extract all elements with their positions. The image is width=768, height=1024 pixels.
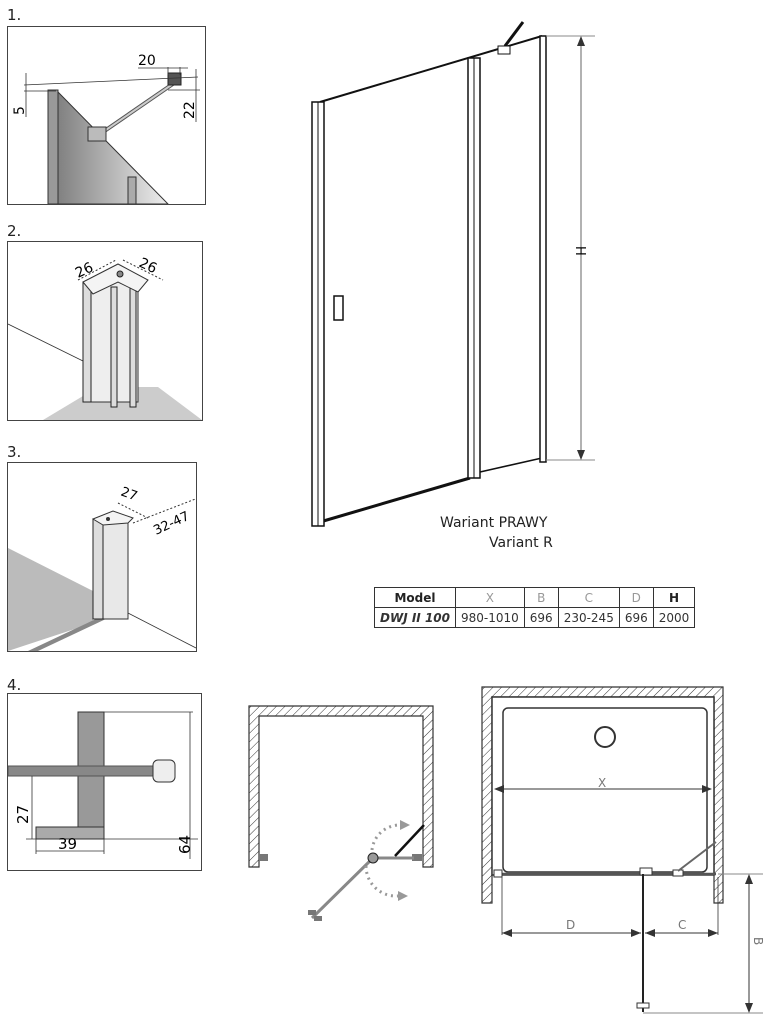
spec-table-header: Model X B C D H <box>374 587 696 608</box>
header-model: Model <box>374 587 456 608</box>
header-b: B <box>523 587 559 608</box>
detail-3-dim-b: 32-47 <box>151 509 192 539</box>
detail-4-dim-b: 39 <box>58 835 77 853</box>
header-h: H <box>652 587 696 608</box>
plan-x-label: X <box>598 776 606 790</box>
detail-1-dim-b: 5 <box>12 106 28 115</box>
detail-4-box: 27 39 64 <box>7 693 202 871</box>
detail-4-dim-c: 64 <box>176 835 194 854</box>
plan-d-label: D <box>566 918 575 932</box>
spec-table: Model X B C D H DWJ II 100 980-1010 696 … <box>374 587 696 628</box>
height-label: H <box>572 246 587 256</box>
header-x: X <box>455 587 525 608</box>
detail-3-dim-a: 27 <box>119 485 140 505</box>
cell-b: 696 <box>523 607 559 628</box>
cell-x: 980-1010 <box>455 607 525 628</box>
table-row: DWJ II 100 980-1010 696 230-245 696 2000 <box>374 607 696 628</box>
cell-h: 2000 <box>652 607 696 628</box>
detail-2-dim-a: 26 <box>73 260 96 282</box>
detail-1-dim-a: 20 <box>138 53 156 69</box>
main-perspective-view: H <box>311 21 595 527</box>
detail-4-number: 4. <box>7 676 22 694</box>
header-d: D <box>618 587 654 608</box>
plan-b-label: B <box>751 937 765 945</box>
cell-c: 230-245 <box>557 607 620 628</box>
detail-1-number: 1. <box>7 6 22 24</box>
cell-model: DWJ II 100 <box>374 607 456 628</box>
detail-4-dim-a: 27 <box>14 805 32 824</box>
detail-2-drawing: 26 26 <box>8 255 202 420</box>
detail-3-box: 27 32-47 <box>7 462 197 652</box>
detail-3-drawing: 27 32-47 <box>8 485 196 651</box>
detail-1-drawing: 20 5 22 <box>12 53 200 204</box>
variant-label-pl: Wariant PRAWY <box>440 515 548 531</box>
plan-c-label: C <box>678 918 686 932</box>
top-plan-view: X D C B <box>481 686 765 1014</box>
detail-4-drawing: 27 39 64 <box>8 711 198 859</box>
detail-2-dim-b: 26 <box>136 255 159 277</box>
detail-1-dim-c: 22 <box>182 101 198 119</box>
detail-1-box: 20 5 22 <box>7 26 206 205</box>
swing-plan-view <box>248 705 434 921</box>
detail-3-number: 3. <box>7 443 22 461</box>
header-c: C <box>557 587 620 608</box>
variant-label-en: Variant R <box>489 535 553 551</box>
detail-2-box: 26 26 <box>7 241 203 421</box>
cell-d: 696 <box>618 607 654 628</box>
detail-2-number: 2. <box>7 222 22 240</box>
